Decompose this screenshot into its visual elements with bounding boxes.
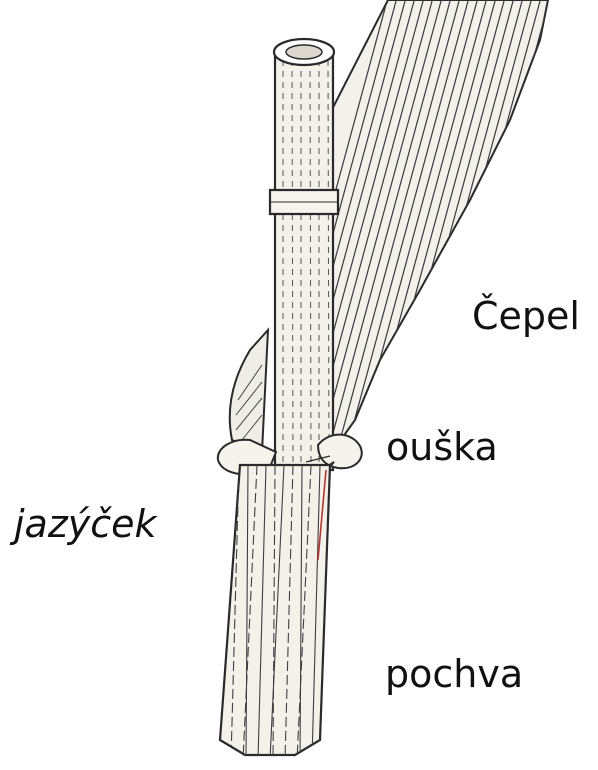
culm-upper (270, 39, 338, 470)
label-auricles: ouška (386, 428, 498, 466)
sheath-back-wrap (230, 330, 268, 452)
auricle-right (318, 435, 362, 469)
culm-outline (275, 55, 333, 470)
sheath-lower (216, 465, 330, 760)
label-sheath: pochva (385, 655, 523, 693)
leaf-blade-outline (300, 0, 548, 455)
culm-opening-inner (286, 45, 322, 59)
label-ligule: jazýček (14, 505, 157, 543)
label-blade: Čepel (472, 297, 580, 335)
